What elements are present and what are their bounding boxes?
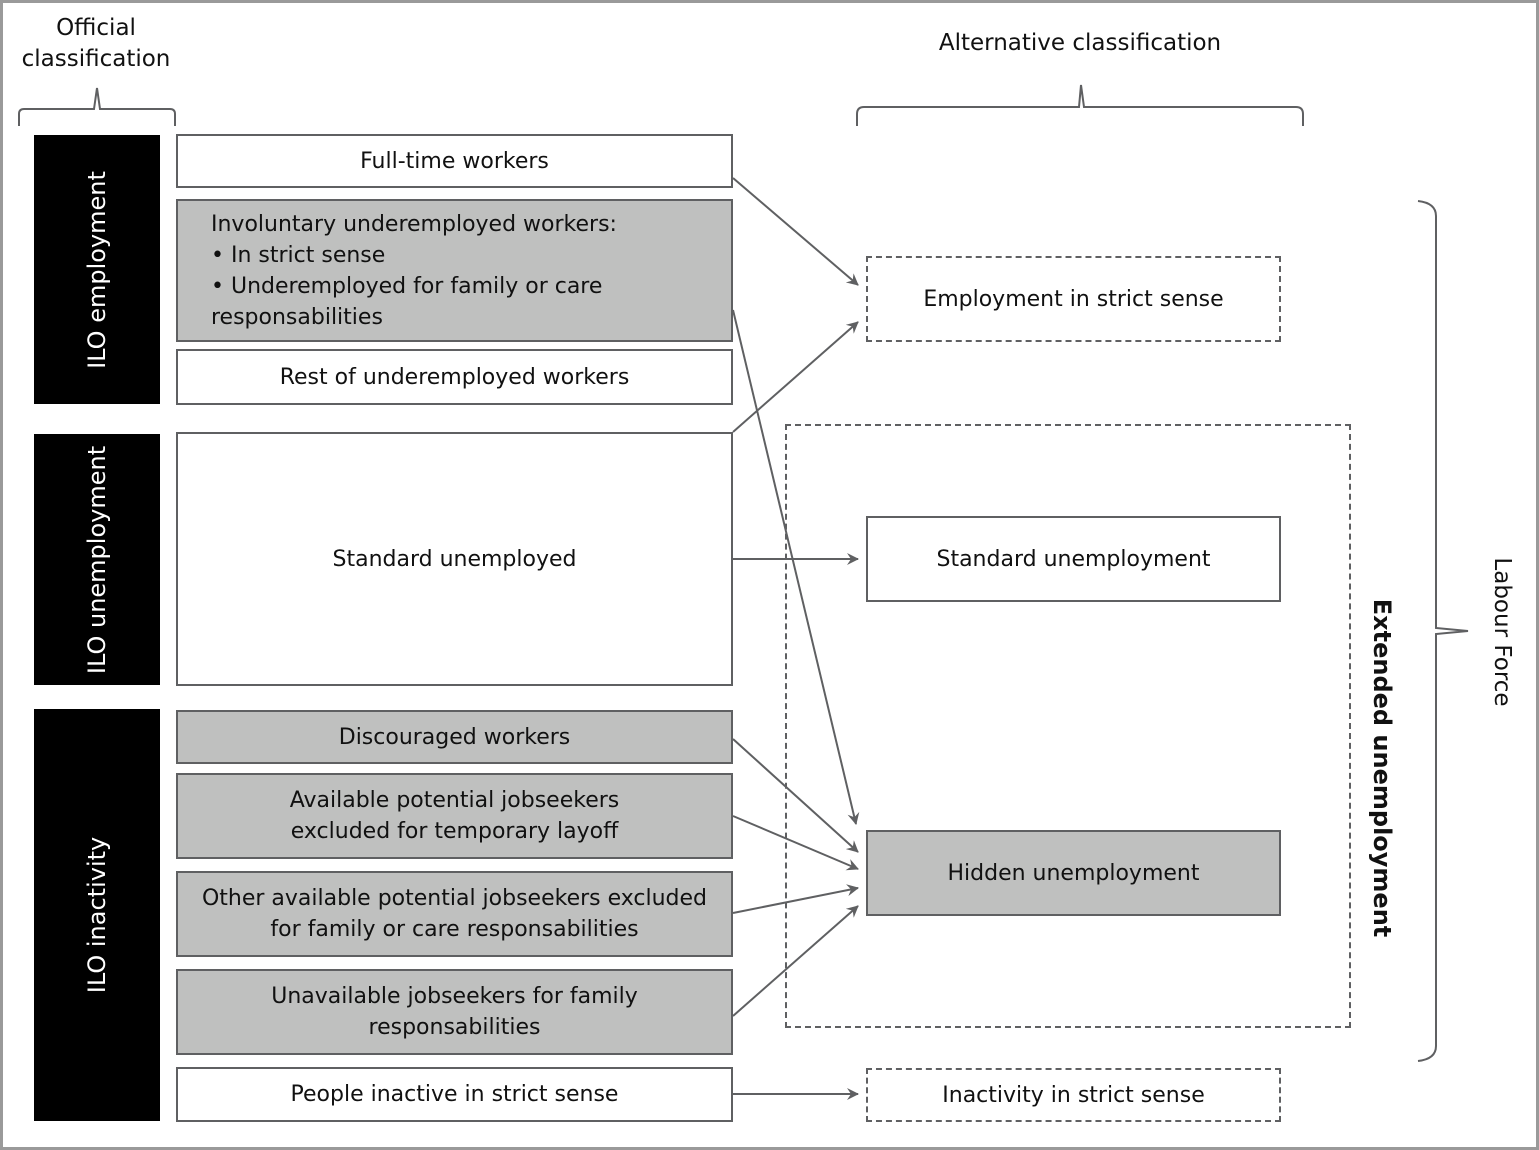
arrow-unavailable-to-hidden [732, 905, 859, 1017]
box-standard-unemployed: Standard unemployed [176, 432, 733, 686]
official-classification-header: Official classification [10, 13, 182, 75]
arrow-involuntary-to-hidden [732, 309, 860, 825]
arrow-fulltime-to-employment [732, 177, 859, 286]
arrow-other-to-hidden [732, 884, 859, 914]
box-hidden-unemployment: Hidden unemployment [866, 830, 1281, 916]
box-title: Involuntary underemployed workers: [211, 211, 617, 237]
arrow-available-to-hidden [732, 815, 859, 871]
box-other-available: Other available potential jobseekers exc… [176, 871, 733, 957]
box-available-layoff: Available potential jobseekers excluded … [176, 773, 733, 859]
header-line: classification [21, 46, 171, 72]
box-unavailable-jobseekers: Unavailable jobseekers for family respon… [176, 969, 733, 1055]
arrow-rest-to-employment [732, 321, 859, 433]
bullet-item: • In strict sense [211, 242, 386, 268]
box-inactivity-strict: Inactivity in strict sense [866, 1068, 1281, 1122]
group-ilo-employment: ILO employment [34, 135, 160, 404]
group-ilo-unemployment: ILO unemployment [34, 434, 160, 685]
group-extended-unemployment [785, 424, 1351, 1028]
box-standard-unemployment: Standard unemployment [866, 516, 1281, 602]
box-rest-underemployed: Rest of underemployed workers [176, 349, 733, 405]
box-full-time-workers: Full-time workers [176, 134, 733, 188]
box-inactive-strict: People inactive in strict sense [176, 1067, 733, 1122]
bullet-item: • Underemployed for family or care [211, 273, 603, 299]
official-bracket [18, 87, 176, 126]
box-employment-strict: Employment in strict sense [866, 256, 1281, 342]
alternative-bracket [856, 84, 1304, 126]
header-line: Official [56, 15, 136, 41]
involuntary-text: Involuntary underemployed workers: • In … [211, 209, 617, 333]
alternative-classification-header: Alternative classification [938, 30, 1222, 56]
arrow-discouraged-to-hidden [732, 738, 859, 853]
bullet-item-cont: responsabilities [211, 304, 383, 330]
group-ilo-inactivity: ILO inactivity [34, 709, 160, 1121]
box-discouraged-workers: Discouraged workers [176, 710, 733, 764]
labour-force-bracket [1417, 200, 1469, 1062]
box-involuntary-underemployed: Involuntary underemployed workers: • In … [176, 199, 733, 342]
